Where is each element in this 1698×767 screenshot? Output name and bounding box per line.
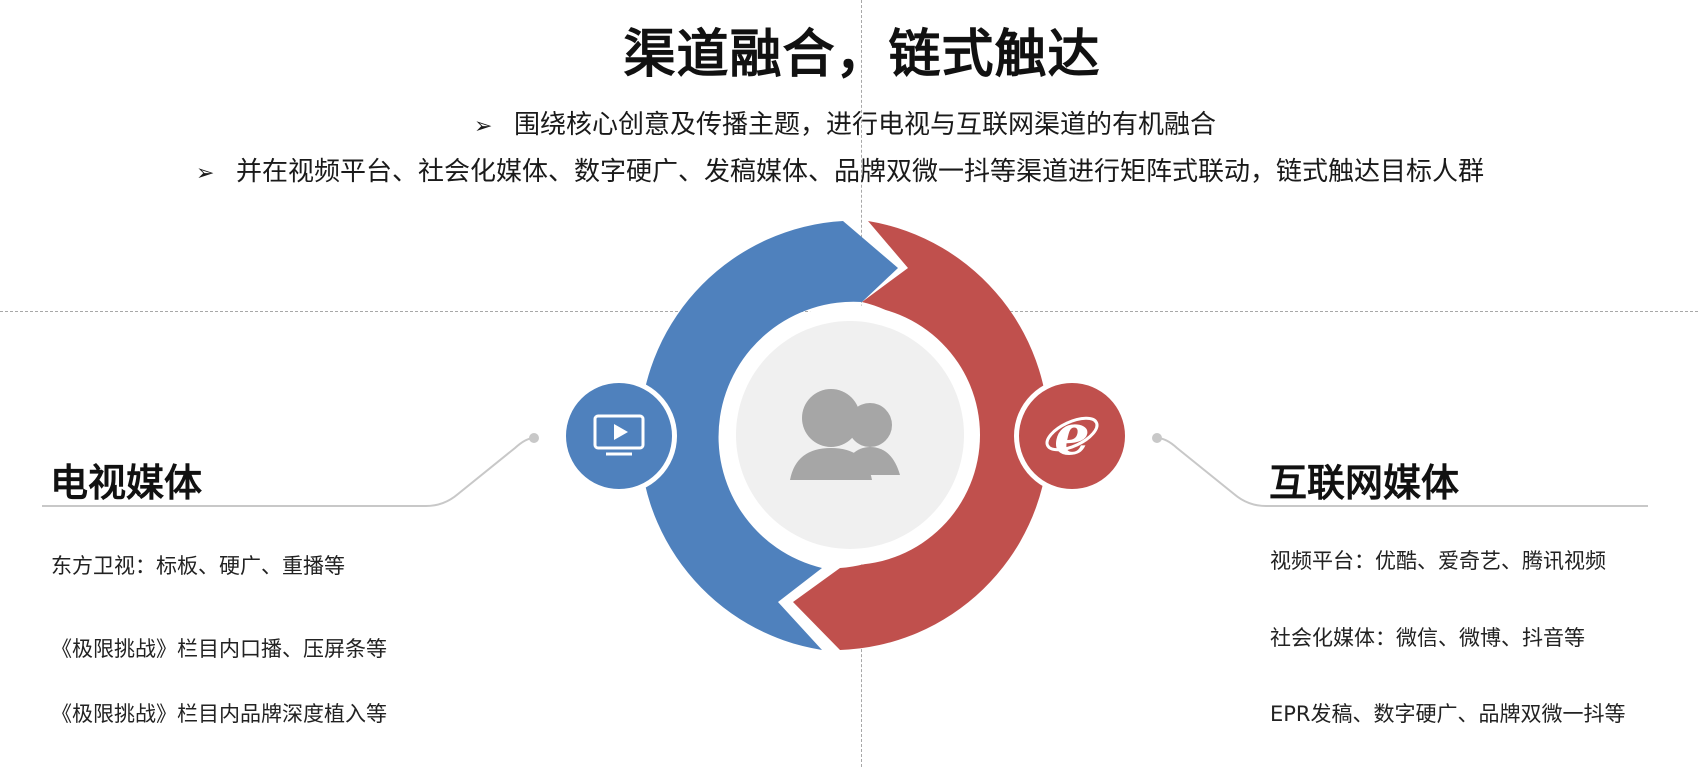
bullet-1-text: 围绕核心创意及传播主题，进行电视与互联网渠道的有机融合 bbox=[514, 110, 1217, 140]
tv-media-item: 《极限挑战》栏目内品牌深度植入等 bbox=[51, 702, 387, 726]
blue-arc bbox=[639, 221, 898, 650]
bullet-1: ➢ 围绕核心创意及传播主题，进行电视与互联网渠道的有机融合 bbox=[474, 104, 1216, 141]
tv-media-item: 《极限挑战》栏目内口播、压屏条等 bbox=[51, 637, 387, 661]
users-icon bbox=[790, 389, 900, 480]
internet-media-item: 社会化媒体：微信、微博、抖音等 bbox=[1270, 626, 1585, 650]
bullet-2: ➢ 并在视频平台、社会化媒体、数字硬广、发稿媒体、品牌双微一抖等渠道进行矩阵式联动… bbox=[196, 151, 1484, 188]
internet-explorer-icon: e bbox=[1045, 402, 1099, 468]
internet-media-item: EPR发稿、数字硬广、品牌双微一抖等 bbox=[1270, 702, 1626, 726]
tv-play-icon bbox=[593, 414, 645, 456]
tv-connector-dot bbox=[529, 433, 539, 443]
internet-media-item: 视频平台：优酷、爱奇艺、腾讯视频 bbox=[1270, 549, 1606, 573]
tv-connector bbox=[42, 437, 535, 507]
internet-connector bbox=[1156, 437, 1648, 507]
bullet-arrow-icon: ➢ bbox=[474, 114, 493, 139]
tv-media-title: 电视媒体 bbox=[50, 461, 203, 505]
page-title: 渠道融合，链式触达 bbox=[623, 25, 1101, 85]
tv-media-item: 东方卫视：标板、硬广、重播等 bbox=[51, 554, 345, 578]
internet-connector-dot bbox=[1152, 433, 1162, 443]
red-arc bbox=[793, 221, 1049, 650]
svg-text:e: e bbox=[1054, 402, 1090, 468]
internet-media-title: 互联网媒体 bbox=[1269, 461, 1460, 505]
bullet-2-text: 并在视频平台、社会化媒体、数字硬广、发稿媒体、品牌双微一抖等渠道进行矩阵式联动，… bbox=[236, 157, 1485, 187]
bullet-arrow-icon: ➢ bbox=[196, 161, 215, 186]
internet-node bbox=[1019, 383, 1125, 489]
